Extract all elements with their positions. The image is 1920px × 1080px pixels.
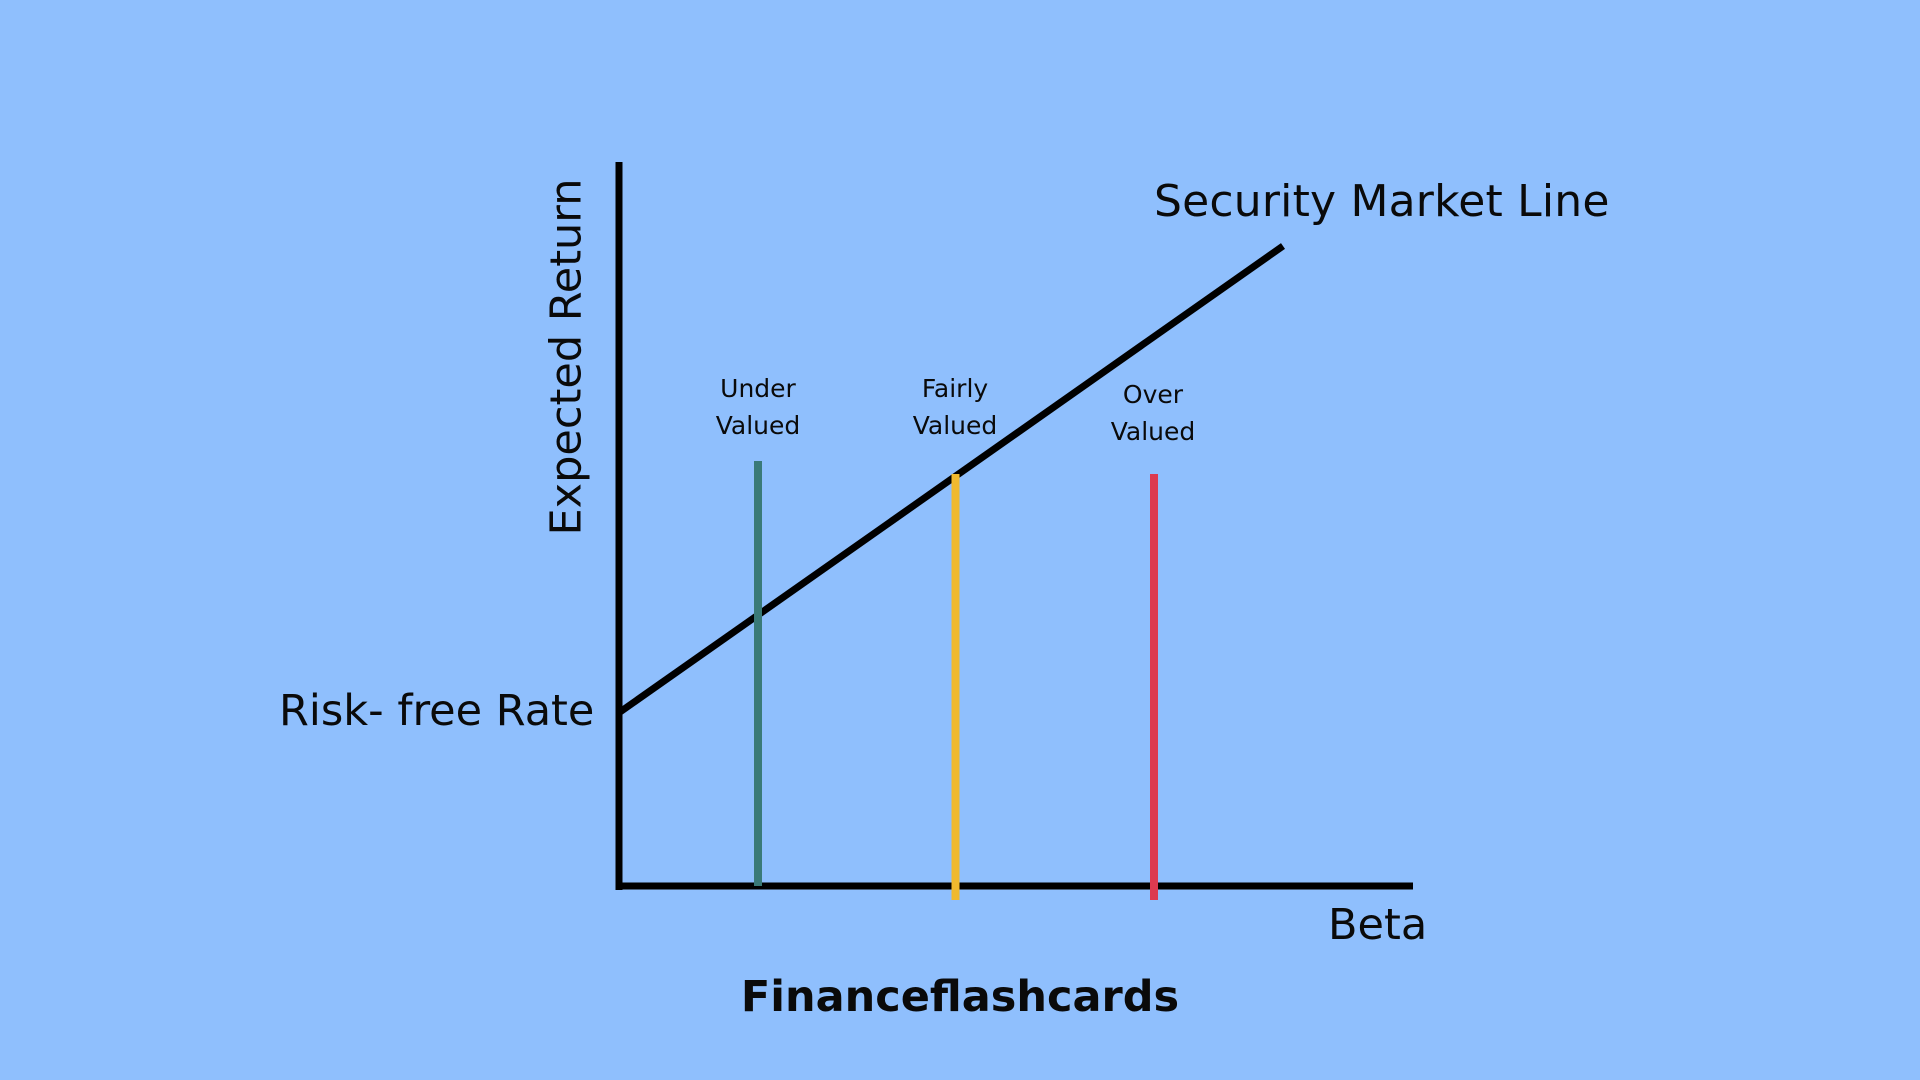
over-valued-line1: Over — [1122, 380, 1184, 409]
over-valued-line2: Valued — [1110, 417, 1196, 446]
x-axis-label: Beta — [1328, 900, 1428, 950]
fairly-valued-line2: Valued — [912, 411, 998, 440]
sml-label: Security Market Line — [1154, 176, 1610, 227]
y-axis-label: Expected Return — [541, 178, 592, 536]
under-valued-line1: Under — [720, 374, 796, 403]
brand-label: Financeflashcards — [0, 976, 1920, 1019]
risk-free-rate-label: Risk- free Rate — [279, 686, 595, 736]
under-valued-label: Under Valued — [678, 370, 838, 444]
fairly-valued-line1: Fairly — [921, 374, 989, 403]
under-valued-line2: Valued — [715, 411, 801, 440]
fairly-valued-label: Fairly Valued — [875, 370, 1035, 444]
over-valued-label: Over Valued — [1073, 376, 1233, 450]
brand-text: Financeflashcards — [740, 972, 1180, 1022]
